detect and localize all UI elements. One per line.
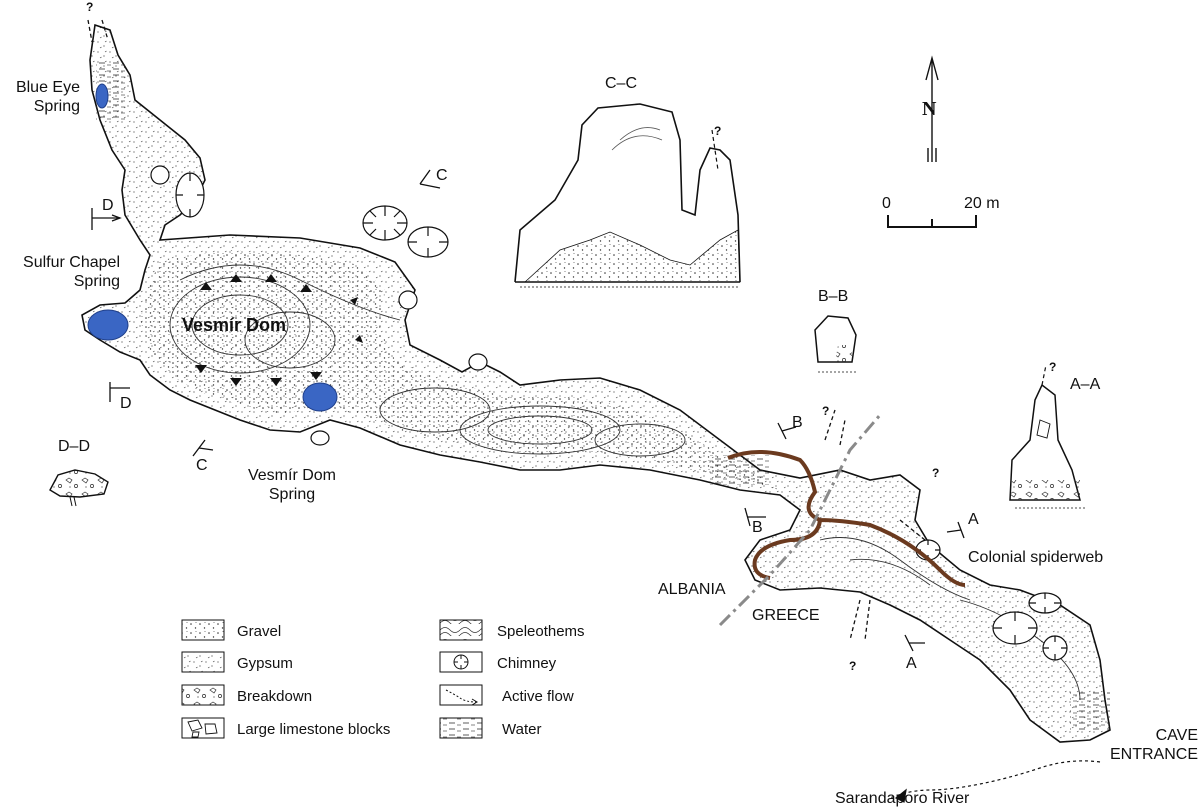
scale-bar xyxy=(887,215,977,228)
chimney-pattern xyxy=(439,651,483,673)
section-letter-c-north: C xyxy=(436,167,448,184)
chimney-icon xyxy=(398,290,418,310)
legend-label-limestone: Large limestone blocks xyxy=(237,721,391,738)
section-mark-b-north xyxy=(777,422,797,440)
section-title-b-b: B–B xyxy=(818,288,849,305)
section-mark-c-south xyxy=(192,439,214,457)
unknown-mark: ? xyxy=(86,0,94,14)
unknown-mark: ? xyxy=(1049,360,1057,374)
section-letter-b-north: B xyxy=(792,414,803,431)
chimney-icon xyxy=(992,611,1038,645)
speleothems-pattern xyxy=(439,619,483,641)
chimney-icon xyxy=(1042,635,1068,661)
section-mark-d-south xyxy=(109,382,130,402)
section-title-a-a: A–A xyxy=(1070,376,1101,393)
legend-label-active-flow: Active flow xyxy=(502,688,574,705)
gravel-pattern xyxy=(181,619,225,641)
section-letter-d-south: D xyxy=(120,395,132,412)
cave-outline xyxy=(81,23,1111,743)
sulfur-chapel-spring-label: Sulfur Chapel Spring xyxy=(23,254,120,290)
section-letter-a-north: A xyxy=(968,511,979,528)
unknown-mark: ? xyxy=(932,466,940,480)
legend-label-gravel: Gravel xyxy=(237,623,282,640)
water-pattern xyxy=(439,717,483,739)
active-flow-arrow xyxy=(889,760,1101,803)
section-markers xyxy=(91,169,965,652)
speleothem-swirls xyxy=(169,264,1081,701)
active-flow-pattern xyxy=(439,684,483,706)
cross-section-a-a xyxy=(1009,364,1085,509)
water-hatch-east xyxy=(1070,690,1110,730)
north-arrow xyxy=(925,55,939,162)
cross-section-c-c xyxy=(514,103,741,288)
greece-label: GREECE xyxy=(752,607,820,624)
scale-start-label: 0 xyxy=(882,195,891,212)
gypsum-pattern xyxy=(181,651,225,673)
section-title-d-d: D–D xyxy=(58,438,91,455)
vesmir-dom-spring-label: Vesmír Dom Spring xyxy=(247,467,336,503)
vesmir-dom-spring-pool xyxy=(302,382,338,412)
chimney-icon xyxy=(1028,592,1062,614)
cross-section-b-b xyxy=(814,315,857,373)
passage-dashed-ends xyxy=(87,19,926,641)
unknown-mark: ? xyxy=(822,404,830,418)
springs xyxy=(87,83,338,412)
cave-passage-plan xyxy=(81,23,1111,743)
cave-entrance-label: CAVE ENTRANCE xyxy=(1109,727,1198,763)
chimneys xyxy=(150,165,1068,661)
chimney-icon xyxy=(150,165,170,185)
section-letter-a-south: A xyxy=(906,655,917,672)
section-letter-b-south: B xyxy=(752,519,763,536)
sulfur-chapel-spring-pool xyxy=(87,309,129,341)
sarandaporo-river-label: Sarandaporo River xyxy=(835,790,970,807)
legend-swatches xyxy=(181,619,483,739)
section-mark-b-south xyxy=(744,507,766,527)
border-line xyxy=(727,449,966,587)
north-label: N xyxy=(922,98,937,120)
chimney-icon xyxy=(407,226,449,258)
chimney-icon xyxy=(362,205,408,241)
vesmir-dom-label: Vesmír Dom xyxy=(182,315,287,335)
cross-section-d-d xyxy=(49,469,109,507)
section-letter-d-north: D xyxy=(102,197,114,214)
section-title-c-c: C–C xyxy=(605,75,638,92)
colonial-spiderweb-label: Colonial spiderweb xyxy=(968,549,1104,566)
legend-label-water: Water xyxy=(502,721,542,738)
chimney-icon xyxy=(175,172,205,218)
legend-label-gypsum: Gypsum xyxy=(237,655,293,672)
breakdown-pattern xyxy=(181,684,225,706)
section-mark-d-north xyxy=(91,208,120,230)
scale-end-label: 20 m xyxy=(964,195,1000,212)
blue-eye-spring-pool xyxy=(95,83,109,109)
section-mark-a-south xyxy=(904,634,925,652)
chimney-icon xyxy=(468,353,488,371)
section-mark-c-north xyxy=(419,169,441,189)
section-letter-c-south: C xyxy=(196,457,208,474)
water-hatch-mid xyxy=(710,455,770,485)
legend-label-speleothems: Speleothems xyxy=(497,623,585,640)
pit-rim-ticks xyxy=(195,274,363,386)
section-mark-a-north xyxy=(946,521,965,539)
blue-eye-spring-label: Blue Eye Spring xyxy=(15,79,80,115)
legend-label-chimney: Chimney xyxy=(497,655,557,672)
albania-label: ALBANIA xyxy=(658,581,726,598)
unknown-mark: ? xyxy=(849,659,857,673)
limestone-blocks-pattern xyxy=(181,717,225,739)
chimney-icon xyxy=(310,430,330,446)
border-dashdot-line xyxy=(718,414,882,627)
unknown-mark: ? xyxy=(714,124,722,138)
legend-label-breakdown: Breakdown xyxy=(237,688,313,705)
